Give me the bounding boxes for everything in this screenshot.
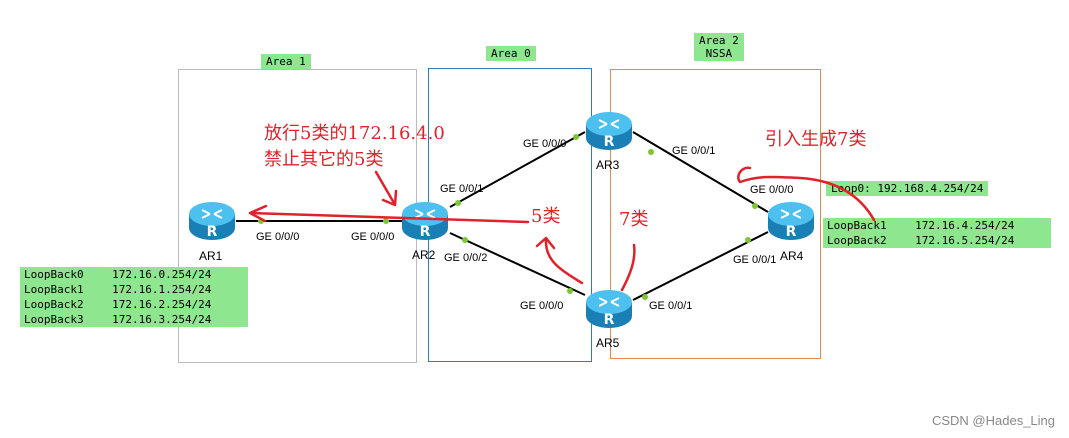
port-ar2-g001 [455, 200, 461, 206]
port-ar2-g002 [462, 237, 468, 243]
link-ar3-ar4 [632, 131, 769, 213]
loopback-ip: 172.16.3.254/24 [112, 313, 212, 326]
import-type7-note: 引入生成7类 [765, 129, 867, 150]
table-row: LoopBack2 172.16.2.254/24 [20, 297, 248, 312]
permit-filter-line2: 禁止其它的5类 [264, 149, 384, 170]
ar2-g002-label: GE 0/0/2 [444, 252, 488, 264]
type5-flow-arrow [250, 211, 530, 224]
link-ar2-ar3 [449, 131, 586, 208]
type7-stroke [620, 243, 636, 292]
watermark: CSDN @Hades_Ling [931, 413, 1055, 428]
port-ar3-g000 [573, 134, 579, 140]
type7-note: 7类 [619, 209, 649, 230]
ar1-g000-label: GE 0/0/0 [256, 231, 300, 243]
table-row: LoopBack1 172.16.4.254/24 [823, 218, 1051, 233]
loopback-name: LoopBack1 [827, 219, 887, 232]
loopback-name: LoopBack0 [24, 268, 84, 281]
import-squiggle [737, 166, 876, 222]
loopback-ip: 172.16.0.254/24 [112, 268, 212, 281]
loopback-ip: 172.16.1.254/24 [112, 283, 212, 296]
ar5-g001-label: GE 0/0/1 [649, 300, 693, 312]
area-2-label: Area 2 NSSA [694, 33, 744, 61]
loopback-name: LoopBack1 [24, 283, 84, 296]
svg-text:R: R [207, 224, 218, 240]
ar2-g001-label: GE 0/0/1 [440, 183, 484, 195]
ar1-loopback-table: LoopBack0 172.16.0.254/24 LoopBack1 172.16… [20, 267, 248, 327]
area-0-label: Area 0 [486, 46, 536, 61]
permit-filter-note: 放行5类的172.16.4.0 禁止其它的5类 [264, 121, 445, 173]
router-ar5-name: AR5 [596, 336, 620, 350]
loopback-ip: 172.16.4.254/24 [915, 219, 1015, 232]
router-ar4-icon[interactable]: R [766, 198, 816, 244]
port-ar3-g001 [648, 149, 654, 155]
area-2-box [610, 69, 821, 359]
port-ar5-g000 [567, 288, 573, 294]
filter-pointer-arrowhead [381, 189, 398, 207]
svg-text:R: R [786, 224, 797, 240]
link-ar2-ar5 [449, 232, 586, 296]
svg-text:R: R [604, 312, 615, 328]
loopback-ip: 172.16.2.254/24 [112, 298, 212, 311]
ar4-loop0-label: Loop0: 192.168.4.254/24 [826, 181, 989, 196]
ar4-loopback-table: LoopBack1 172.16.4.254/24 LoopBack2 172.16… [823, 218, 1051, 248]
type5-note: 5类 [531, 206, 561, 227]
ar3-g001-label: GE 0/0/1 [672, 145, 716, 157]
router-ar5-icon[interactable]: R [584, 286, 634, 332]
ar4-g001-label: GE 0/0/1 [733, 254, 777, 266]
table-row: LoopBack3 172.16.3.254/24 [20, 312, 248, 327]
router-ar2-name: AR2 [412, 248, 436, 262]
area-2-type: NSSA [705, 47, 733, 60]
filter-pointer-arrow [374, 170, 396, 205]
area-2-title: Area 2 [699, 34, 739, 47]
type5-flow-arrowhead [248, 204, 268, 223]
router-ar4-name: AR4 [780, 249, 804, 263]
port-ar4-g000 [752, 203, 758, 209]
router-ar1-name: AR1 [199, 249, 223, 263]
ar2-g000-label: GE 0/0/0 [351, 231, 395, 243]
table-row: LoopBack1 172.16.1.254/24 [20, 282, 248, 297]
svg-text:R: R [420, 224, 431, 240]
router-ar1-icon[interactable]: R [187, 198, 237, 244]
port-ar5-g001 [642, 294, 648, 300]
loopback-ip: 172.16.5.254/24 [915, 234, 1015, 247]
table-row: LoopBack0 172.16.0.254/24 [20, 267, 248, 282]
ar3-g000-label: GE 0/0/0 [523, 138, 567, 150]
loopback-name: LoopBack3 [24, 313, 84, 326]
loopback-name: LoopBack2 [24, 298, 84, 311]
loopback-name: LoopBack2 [827, 234, 887, 247]
port-ar4-g001 [745, 237, 751, 243]
type7-to-type5-arrow [544, 238, 584, 285]
ar5-g000-label: GE 0/0/0 [520, 300, 564, 312]
area-1-label: Area 1 [261, 54, 311, 69]
router-ar3-icon[interactable]: R [584, 108, 634, 154]
router-ar3-name: AR3 [596, 158, 620, 172]
svg-text:R: R [604, 134, 615, 150]
type7-to-type5-arrowhead [535, 236, 556, 250]
port-ar2-g000 [383, 218, 389, 224]
link-ar5-ar4 [632, 231, 769, 301]
permit-filter-line1: 放行5类的172.16.4.0 [264, 123, 445, 144]
table-row: LoopBack2 172.16.5.254/24 [823, 233, 1051, 248]
ar4-g000-label: GE 0/0/0 [750, 184, 794, 196]
